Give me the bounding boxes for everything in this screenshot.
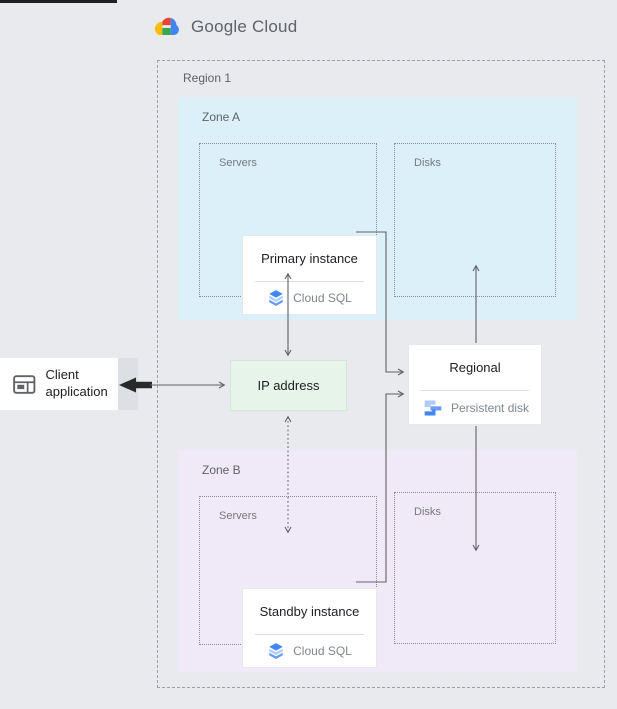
zone-b-disks-group: Disks Persistent disk 02 <box>394 492 556 644</box>
client-application-card: Client application <box>0 358 118 410</box>
primary-instance-product: Cloud SQL <box>293 291 352 305</box>
zone-a-servers-group: Servers Primary instance Cloud SQL <box>199 143 377 315</box>
persistent-disk-icon <box>424 400 442 415</box>
regional-subtitle: Persistent disk <box>451 400 530 415</box>
standby-instance-card: Standby instance Cloud SQL <box>242 588 377 668</box>
region-label: Region 1 <box>183 71 232 85</box>
regional-disk-card: Regional Persistent disk <box>408 344 542 425</box>
region-boundary <box>157 60 605 688</box>
zone-a: Zone A Servers Primary instance Cloud SQ… <box>178 97 577 320</box>
card-divider <box>255 634 364 635</box>
card-divider <box>255 281 364 282</box>
zone-b-servers-group: Servers Standby instance Cloud SQL <box>199 496 377 668</box>
standby-instance-title: Standby instance <box>259 604 360 619</box>
brand-text: Google Cloud <box>191 17 298 36</box>
standby-instance-product: Cloud SQL <box>293 644 352 658</box>
ip-address-label: IP address <box>257 378 320 393</box>
zone-a-disks-label: Disks <box>414 157 441 169</box>
zone-b-disks-label: Disks <box>414 506 441 518</box>
client-app-icon <box>13 374 36 394</box>
cloud-sql-icon <box>269 643 283 659</box>
google-cloud-logo-icon <box>154 17 179 35</box>
zone-a-disks-group: Disks Persistent disk 01 <box>394 143 556 297</box>
card-divider <box>421 390 529 391</box>
zone-b-label: Zone B <box>202 463 241 477</box>
ip-address-card: IP address <box>230 360 347 411</box>
top-border-artifact <box>0 0 117 3</box>
cloud-sql-icon <box>269 290 283 306</box>
primary-instance-card: Primary instance Cloud SQL <box>242 235 377 315</box>
zone-a-servers-label: Servers <box>219 157 257 169</box>
regional-title: Regional <box>449 360 501 375</box>
client-application-label: Client application <box>45 367 108 399</box>
zone-b: Zone B Servers Standby instance Cloud SQ… <box>178 450 577 672</box>
zone-a-label: Zone A <box>202 110 241 124</box>
google-cloud-brand: Google Cloud <box>152 15 297 39</box>
primary-instance-title: Primary instance <box>261 251 358 266</box>
zone-b-servers-label: Servers <box>219 510 257 522</box>
client-card-edge-strip <box>118 358 138 410</box>
